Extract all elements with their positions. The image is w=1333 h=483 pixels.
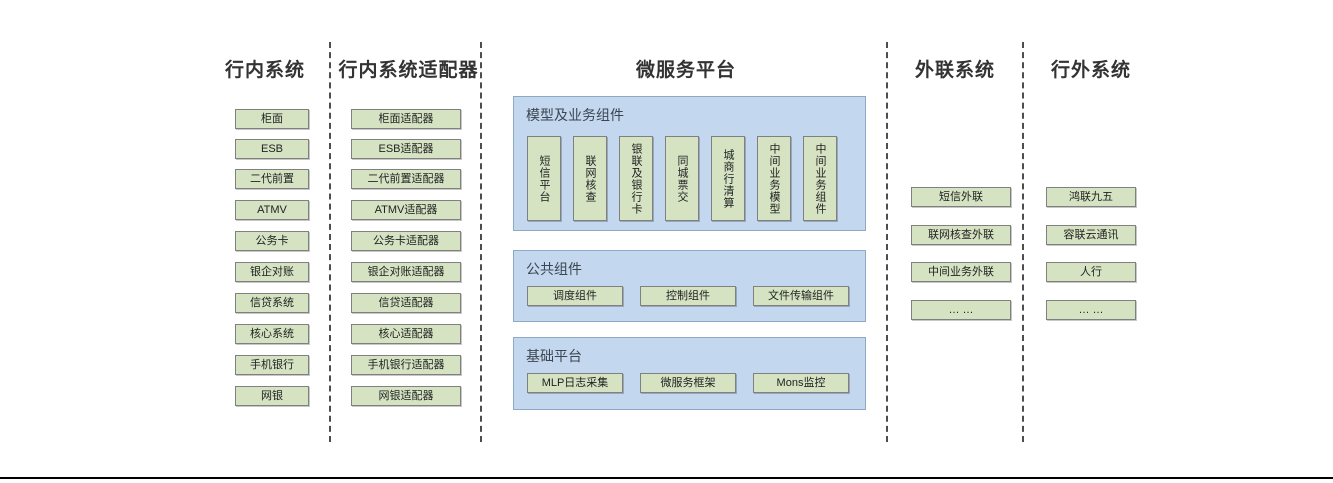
node-outside-system-1[interactable]: 容联云通讯 <box>1046 225 1136 245</box>
node-internal-system-0[interactable]: 柜面 <box>235 109 309 129</box>
node-outside-system-3[interactable]: … … <box>1046 300 1136 320</box>
node-model-business-4[interactable]: 城商行清算 <box>711 136 745 221</box>
node-base-platform-2[interactable]: Mons监控 <box>753 373 849 393</box>
divider-2 <box>480 42 482 442</box>
node-model-business-3[interactable]: 同城票交 <box>665 136 699 221</box>
column-title-microservice-platform: 微服务平台 <box>635 60 736 81</box>
node-model-business-1[interactable]: 联网核查 <box>573 136 607 221</box>
divider-3 <box>886 42 888 442</box>
node-internal-adapter-3[interactable]: ATMV适配器 <box>351 200 461 220</box>
node-external-link-0[interactable]: 短信外联 <box>911 187 1011 207</box>
node-internal-adapter-5[interactable]: 银企对账适配器 <box>351 262 461 282</box>
node-internal-system-6[interactable]: 信贷系统 <box>235 293 309 313</box>
node-public-component-1[interactable]: 控制组件 <box>640 286 736 306</box>
node-internal-system-7[interactable]: 核心系统 <box>235 324 309 344</box>
node-internal-system-5[interactable]: 银企对账 <box>235 262 309 282</box>
node-internal-adapter-1[interactable]: ESB适配器 <box>351 139 461 159</box>
node-public-component-2[interactable]: 文件传输组件 <box>753 286 849 306</box>
node-internal-system-1[interactable]: ESB <box>235 139 309 159</box>
node-internal-system-2[interactable]: 二代前置 <box>235 169 309 189</box>
node-internal-adapter-4[interactable]: 公务卡适配器 <box>351 231 461 251</box>
column-title-outside-systems: 行外系统 <box>1050 60 1131 81</box>
node-internal-adapter-2[interactable]: 二代前置适配器 <box>351 169 461 189</box>
node-internal-adapter-8[interactable]: 手机银行适配器 <box>351 355 461 375</box>
node-public-component-0[interactable]: 调度组件 <box>527 286 623 306</box>
node-base-platform-1[interactable]: 微服务框架 <box>640 373 736 393</box>
node-internal-adapter-9[interactable]: 网银适配器 <box>351 386 461 406</box>
bottom-divider-rule <box>0 477 1333 479</box>
node-model-business-2[interactable]: 银联及银行卡 <box>619 136 653 221</box>
node-internal-system-4[interactable]: 公务卡 <box>235 231 309 251</box>
column-title-internal-systems: 行内系统 <box>224 60 305 81</box>
divider-4 <box>1022 42 1024 442</box>
divider-1 <box>329 42 331 442</box>
panel-title-public-components: 公共组件 <box>526 261 582 277</box>
node-internal-system-9[interactable]: 网银 <box>235 386 309 406</box>
node-internal-adapter-0[interactable]: 柜面适配器 <box>351 109 461 129</box>
node-internal-system-3[interactable]: ATMV <box>235 200 309 220</box>
node-internal-adapter-7[interactable]: 核心适配器 <box>351 324 461 344</box>
node-external-link-1[interactable]: 联网核查外联 <box>911 225 1011 245</box>
column-title-internal-adapters: 行内系统适配器 <box>338 60 479 81</box>
node-model-business-0[interactable]: 短信平台 <box>527 136 561 221</box>
node-base-platform-0[interactable]: MLP日志采集 <box>527 373 623 393</box>
node-model-business-6[interactable]: 中间业务组件 <box>803 136 837 221</box>
panel-title-model-business: 模型及业务组件 <box>526 107 624 123</box>
panel-title-base-platform: 基础平台 <box>526 348 582 364</box>
node-internal-adapter-6[interactable]: 信贷适配器 <box>351 293 461 313</box>
node-external-link-3[interactable]: … … <box>911 300 1011 320</box>
node-external-link-2[interactable]: 中间业务外联 <box>911 262 1011 282</box>
node-internal-system-8[interactable]: 手机银行 <box>235 355 309 375</box>
node-outside-system-0[interactable]: 鸿联九五 <box>1046 187 1136 207</box>
node-outside-system-2[interactable]: 人行 <box>1046 262 1136 282</box>
node-model-business-5[interactable]: 中间业务模型 <box>757 136 791 221</box>
column-title-external-link-systems: 外联系统 <box>914 60 995 81</box>
